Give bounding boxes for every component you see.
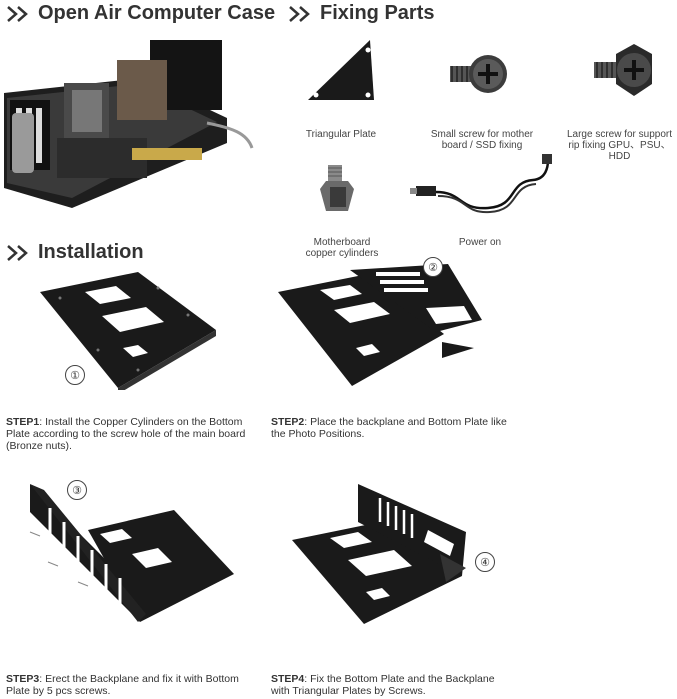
double-chevron-icon xyxy=(7,5,28,22)
step2-plates-image xyxy=(278,264,482,386)
step-text: the Photo Positions. xyxy=(271,428,365,440)
caption-line: Motherboard xyxy=(313,237,371,248)
step-line: STEP3: Erect the Backplane and fix it wi… xyxy=(6,673,256,685)
caption-line: Large screw for support xyxy=(566,129,673,140)
power-switch-image xyxy=(410,154,552,214)
heading-text: Open Air Computer Case xyxy=(38,2,276,24)
step-text: : Install the Copper Cylinders on the Bo… xyxy=(39,416,243,428)
small-screw-image xyxy=(450,55,507,93)
caption-line: copper cylinders xyxy=(305,248,379,259)
step-text: (Bronze nuts). xyxy=(6,440,72,452)
heading-open-air-case: Open Air Computer Case xyxy=(6,2,275,25)
step-line: STEP4: Fix the Bottom Plate and the Back… xyxy=(271,673,521,685)
step-label: STEP2 xyxy=(271,416,305,428)
caption-large-screw: Large screw for support rip fixing GPU、P… xyxy=(562,129,677,162)
copper-cylinder-image xyxy=(320,165,354,211)
caption-copper-cylinders: Motherboard copper cylinders xyxy=(300,237,384,259)
double-chevron-icon xyxy=(289,5,310,22)
step-text: : Fix the Bottom Plate and the Backplane xyxy=(304,673,495,685)
step-text: : Erect the Backplane and fix it with Bo… xyxy=(39,673,239,685)
step2-instructions: STEP2: Place the backplane and Bottom Pl… xyxy=(271,416,521,440)
step-text: with Triangular Plates by Screws. xyxy=(271,685,426,697)
step3-backplane-image xyxy=(29,484,234,622)
step4-assembled-image xyxy=(292,484,466,624)
caption-line: Small screw for mother xyxy=(430,129,534,140)
step-line: STEP1: Install the Copper Cylinders on t… xyxy=(6,416,256,428)
caption-line: board / SSD fixing xyxy=(441,140,523,151)
step1-bottom-plate-image xyxy=(40,272,216,390)
open-air-case-image xyxy=(4,40,254,208)
step3-instructions: STEP3: Erect the Backplane and fix it wi… xyxy=(6,673,256,697)
heading-fixing-parts: Fixing Parts xyxy=(288,2,434,25)
step1-number-badge: ① xyxy=(65,365,85,385)
double-chevron-icon xyxy=(7,244,28,261)
heading-installation: Installation xyxy=(6,241,144,264)
step-text: Plate according to the screw hole of the… xyxy=(6,428,246,440)
step-text: Plate by 5 pcs screws. xyxy=(6,685,111,697)
step4-instructions: STEP4: Fix the Bottom Plate and the Back… xyxy=(271,673,521,697)
step-line: STEP2: Place the backplane and Bottom Pl… xyxy=(271,416,521,428)
caption-line: rip fixing GPU、PSU、HDD xyxy=(568,140,671,162)
step-label: STEP1 xyxy=(6,416,40,428)
large-screw-image xyxy=(594,44,652,96)
step4-number-badge: ④ xyxy=(475,552,495,572)
step-label: STEP4 xyxy=(271,673,305,685)
step-text: : Place the backplane and Bottom Plate l… xyxy=(304,416,507,428)
caption-small-screw: Small screw for mother board / SSD fixin… xyxy=(422,129,542,151)
triangular-plate-image xyxy=(308,40,374,100)
caption-triangular-plate: Triangular Plate xyxy=(305,129,377,140)
step1-instructions: STEP1: Install the Copper Cylinders on t… xyxy=(6,416,256,452)
caption-power-on: Power on xyxy=(458,237,502,248)
heading-text: Installation xyxy=(38,241,144,263)
step3-number-badge: ③ xyxy=(67,480,87,500)
step2-number-badge: ② xyxy=(423,257,443,277)
step-label: STEP3 xyxy=(6,673,40,685)
heading-text: Fixing Parts xyxy=(320,2,435,24)
